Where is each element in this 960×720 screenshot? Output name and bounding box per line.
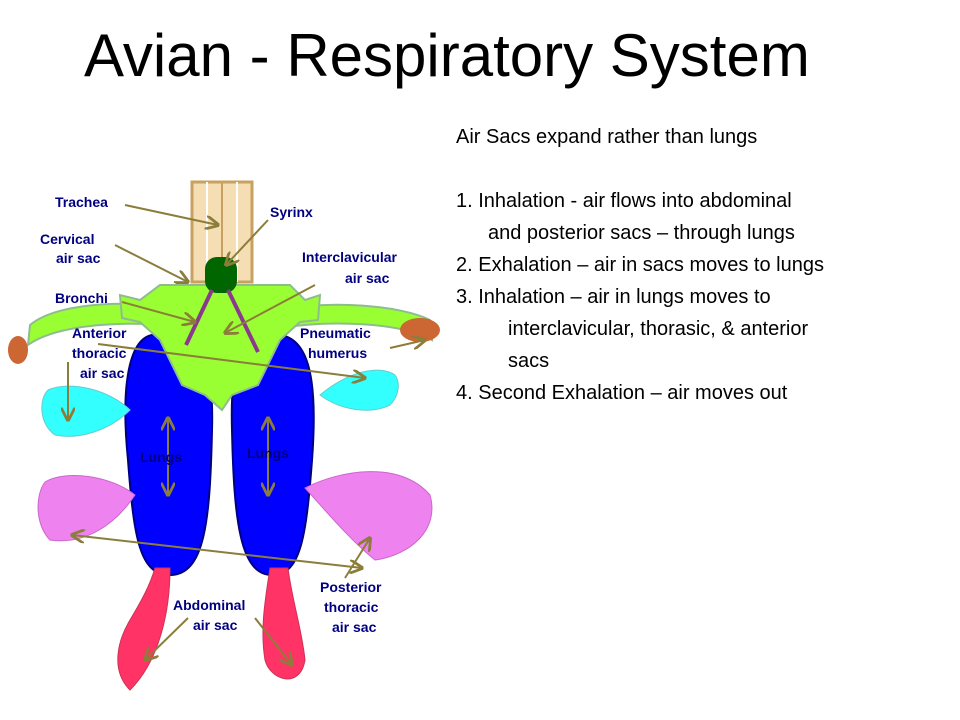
slide-title: Avian - Respiratory System xyxy=(84,22,810,89)
label-bronchi: Bronchi xyxy=(55,290,108,306)
arrow-anterior-link xyxy=(97,343,365,378)
right-abdominal-sac-shape xyxy=(262,567,306,680)
label-posterior-2: thoracic xyxy=(324,599,379,615)
label-syrinx: Syrinx xyxy=(270,204,313,220)
left-abdominal-sac-shape xyxy=(117,567,171,691)
notes-spacer xyxy=(456,153,956,185)
notes-step2: 2. Exhalation – air in sacs moves to lun… xyxy=(456,254,824,276)
label-lungs-left: Lungs xyxy=(140,449,182,465)
arrow-abdominal-left xyxy=(145,617,189,660)
arrow-trachea xyxy=(124,204,218,225)
notes-step3-line2: interclavicular, thorasic, & anterior xyxy=(508,318,809,340)
notes-text: Air Sacs expand rather than lungs 1. Inh… xyxy=(456,121,956,409)
arrow-posterior-up xyxy=(344,538,370,579)
arrow-cervical xyxy=(114,244,188,282)
label-pneumatic-2: humerus xyxy=(308,345,367,361)
label-interclavicular-1: Interclavicular xyxy=(302,249,397,265)
notes-step1-line1: 1. Inhalation - air flows into abdominal xyxy=(456,190,792,212)
label-trachea: Trachea xyxy=(55,194,108,210)
arrow-humerus xyxy=(389,340,425,348)
arrow-bronchi xyxy=(121,301,195,322)
left-posterior-sac-shape xyxy=(37,475,136,542)
respiratory-diagram: Trachea Syrinx Cervical air sac Intercla… xyxy=(8,180,440,691)
arrow-interclavicular xyxy=(225,284,316,333)
label-abdominal-2: air sac xyxy=(193,617,238,633)
label-lungs-right: Lungs xyxy=(247,445,289,461)
notes-step4: 4. Second Exhalation – air moves out xyxy=(456,382,788,404)
label-anterior-2: thoracic xyxy=(72,345,127,361)
syrinx-shape xyxy=(205,257,237,293)
right-posterior-sac-shape xyxy=(304,471,433,561)
arrow-posterior-link xyxy=(72,535,362,568)
bronchi-shape xyxy=(184,289,260,353)
notes-intro: Air Sacs expand rather than lungs xyxy=(456,126,758,148)
arrow-abdominal-right xyxy=(254,617,292,665)
right-anterior-sac-shape xyxy=(319,369,399,411)
interclavicular-sac-shape xyxy=(118,284,322,412)
left-anterior-sac-shape xyxy=(41,385,131,437)
label-cervical-2: air sac xyxy=(56,250,101,266)
label-pneumatic-1: Pneumatic xyxy=(300,325,371,341)
label-anterior-1: Anterior xyxy=(72,325,127,341)
notes-step3-line3: sacs xyxy=(508,350,550,372)
label-posterior-3: air sac xyxy=(332,619,377,635)
arrow-syrinx xyxy=(226,219,269,265)
label-cervical-1: Cervical xyxy=(40,231,94,247)
label-interclavicular-2: air sac xyxy=(345,270,390,286)
label-anterior-3: air sac xyxy=(80,365,125,381)
leader-arrows xyxy=(68,204,425,665)
notes-step1-line2: and posterior sacs – through lungs xyxy=(488,222,795,244)
label-abdominal-1: Abdominal xyxy=(173,597,245,613)
label-posterior-1: Posterior xyxy=(320,579,382,595)
notes-step3-line1: 3. Inhalation – air in lungs moves to xyxy=(456,286,771,308)
